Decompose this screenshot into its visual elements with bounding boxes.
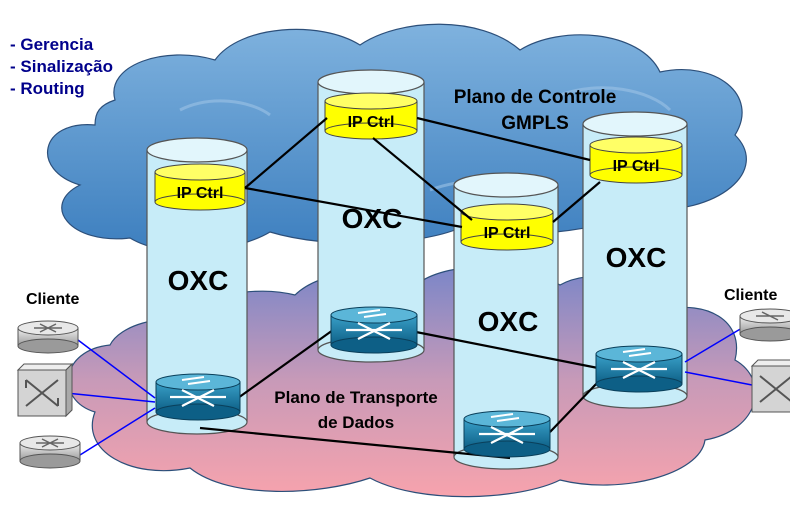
control-plane-title-line1: Plano de Controle <box>454 87 617 108</box>
transport-links <box>199 329 599 460</box>
client-router-icon-left-top <box>17 320 79 354</box>
oxc-switch-icon-2 <box>330 306 418 354</box>
oxc-label-1: OXC <box>168 265 229 296</box>
client-label-right: Cliente <box>724 287 777 304</box>
oxc-switch-icon-3 <box>463 410 551 458</box>
ip-ctrl-label-2: IP Ctrl <box>348 114 395 131</box>
transport-plane-title-line2: de Dados <box>318 413 395 432</box>
transport-link-2-4 <box>415 330 599 370</box>
transport-link-1-3 <box>199 426 511 460</box>
ip-ctrl-disk-3: IP Ctrl <box>460 203 554 251</box>
oxc-switch-icon-4 <box>595 345 683 393</box>
client-links <box>65 327 753 456</box>
transport-link-1-2 <box>237 329 334 399</box>
oxc-switch-icon-1 <box>155 373 241 421</box>
control-link-2-3 <box>372 137 473 221</box>
oxc-label-2: OXC <box>342 203 403 234</box>
ip-ctrl-disk-2: IP Ctrl <box>324 92 418 140</box>
ip-ctrl-disk-1: IP Ctrl <box>154 163 246 211</box>
control-link-2-4 <box>416 116 591 162</box>
client-router-icon-left-bottom <box>19 435 81 469</box>
oxc-label-4: OXC <box>606 242 667 273</box>
transport-plane-title-line1: Plano de Transporte <box>274 388 437 407</box>
client-label-left: Cliente <box>26 291 79 308</box>
control-plane-title-line2: GMPLS <box>501 113 569 134</box>
client-router-icon-right <box>739 308 790 342</box>
control-link-1-3 <box>244 186 463 229</box>
client-switch-icon-left <box>16 362 74 418</box>
client-switch-icon-right <box>750 359 790 413</box>
ip-ctrl-disk-4: IP Ctrl <box>589 136 683 184</box>
control-link-3-4 <box>552 181 601 223</box>
control-link-1-2 <box>244 117 328 189</box>
oxc-label-3: OXC <box>478 306 539 337</box>
transport-link-3-4 <box>549 381 599 433</box>
ip-ctrl-label-4: IP Ctrl <box>613 158 660 175</box>
control-links <box>244 116 601 229</box>
ip-ctrl-label-3: IP Ctrl <box>484 225 531 242</box>
ip-ctrl-label-1: IP Ctrl <box>177 185 224 202</box>
